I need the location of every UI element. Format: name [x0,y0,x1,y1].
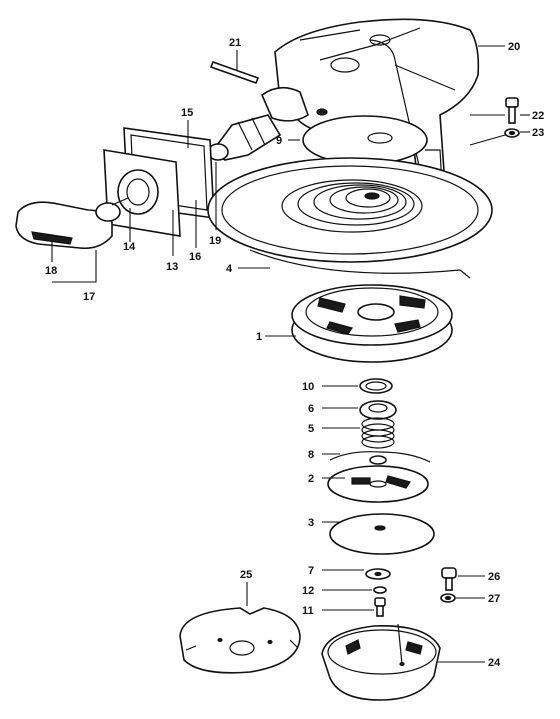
part-9-plate [302,115,428,165]
callout-11: 11 [302,605,314,617]
callout-15: 15 [181,107,193,119]
part-21-pin [209,60,260,85]
part-5-coil-spring [361,417,395,449]
part-22-bolt [505,97,519,124]
callout-6: 6 [308,403,314,415]
callout-8: 8 [308,449,314,461]
part-18-pull-handle [15,197,129,250]
part-8-friction-spring [329,451,431,465]
callout-14: 14 [123,241,136,253]
part-3-ratchet-disc [329,513,435,555]
callout-9: 9 [276,135,282,147]
callout-17: 17 [83,291,95,303]
callout-10: 10 [302,381,314,393]
part-2-pawl-plate [327,465,429,503]
callout-3: 3 [308,517,314,529]
callout-21: 21 [229,37,241,49]
callout-1: 1 [256,331,262,343]
part-12-small-washer [373,586,387,594]
callout-23: 23 [532,127,544,139]
callout-26: 26 [488,571,500,583]
part-14-plate [103,149,181,237]
callout-19: 19 [209,235,221,247]
part-25-base-plate [179,607,301,674]
callout-7: 7 [308,565,314,577]
leader-lines [51,45,530,663]
callout-24: 24 [488,657,501,669]
callout-27: 27 [488,593,500,605]
part-7-washer [365,568,391,580]
callout-22: 22 [532,110,544,122]
callout-16: 16 [189,251,201,263]
part-1-pulley-reel [291,284,453,363]
callout-5: 5 [308,423,314,435]
callout-4: 4 [226,263,233,275]
callout-18: 18 [45,265,57,277]
part-4-recoil-spring [207,157,493,279]
part-27-washer [440,593,456,603]
part-6-cap [359,400,397,420]
callout-25: 25 [240,569,252,581]
part-23-washer [504,128,520,138]
part-19-shaft [207,114,282,161]
callout-12: 12 [302,585,314,597]
part-11-screw [374,597,386,617]
part-26-bolt [441,567,457,591]
callout-2: 2 [308,473,314,485]
part-24-drum-cup [321,623,441,701]
callout-20: 20 [508,41,520,53]
part-10-ring [359,378,393,394]
callout-13: 13 [166,261,178,273]
